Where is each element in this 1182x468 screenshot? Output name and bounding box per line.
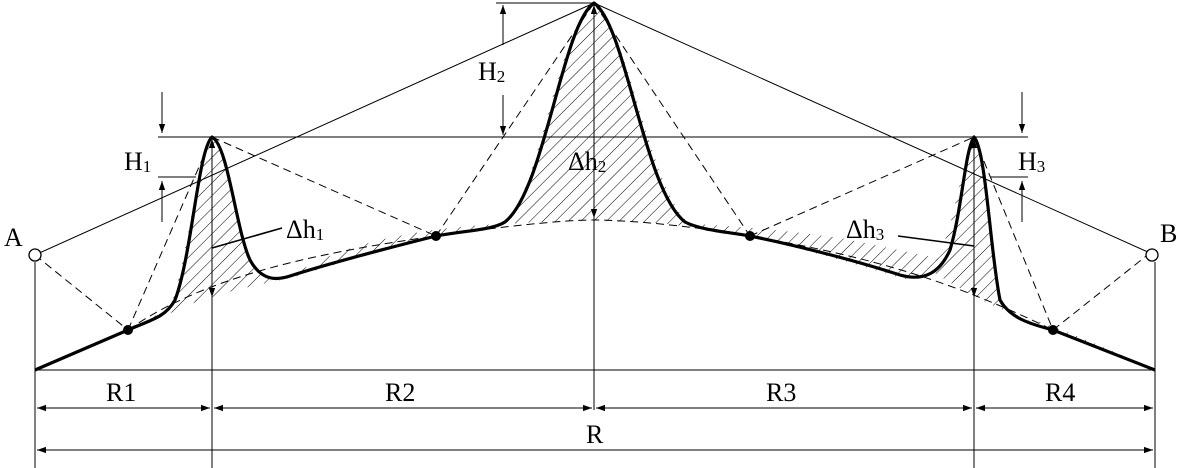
label-r1: R1 [106,378,136,407]
hatch-valley-2 [650,222,945,280]
point-a-marker [28,248,42,262]
label-r3: R3 [766,378,796,407]
dash-p4-b [1052,252,1151,331]
dash-a-p1 [34,254,129,331]
dash-peak1-p2 [211,136,437,237]
label-dh3: Δh3 [846,215,884,244]
tangent-point-4 [1048,325,1058,335]
dash-peak3-p4 [973,136,1054,331]
label-r4: R4 [1045,378,1075,407]
dash-p1-peak1 [127,136,213,331]
label-dh1: Δh1 [286,215,324,244]
dh1-leader [211,227,283,249]
hatch-peak-2 [505,5,690,224]
label-dh2: Δh2 [568,147,606,176]
sight-line-a-peak2 [34,2,595,256]
dash-peak2-p3 [593,2,751,237]
label-b: B [1160,219,1177,248]
label-h3: H3 [1018,147,1045,176]
label-h2: H2 [478,57,505,86]
label-a: A [4,223,23,252]
tangent-point-3 [745,231,755,241]
dash-p2-peak2 [435,2,595,237]
label-r-total: R [586,420,604,449]
tangent-point-2 [431,231,441,241]
hatch-peak-1 [170,137,285,308]
label-h1: H1 [124,147,151,176]
point-b-marker [1145,248,1159,262]
dh3-leader [897,235,975,247]
label-r2: R2 [385,378,415,407]
sight-line-peak2-b [593,2,1151,254]
dash-p3-peak3 [749,136,975,237]
tangent-point-1 [123,325,133,335]
